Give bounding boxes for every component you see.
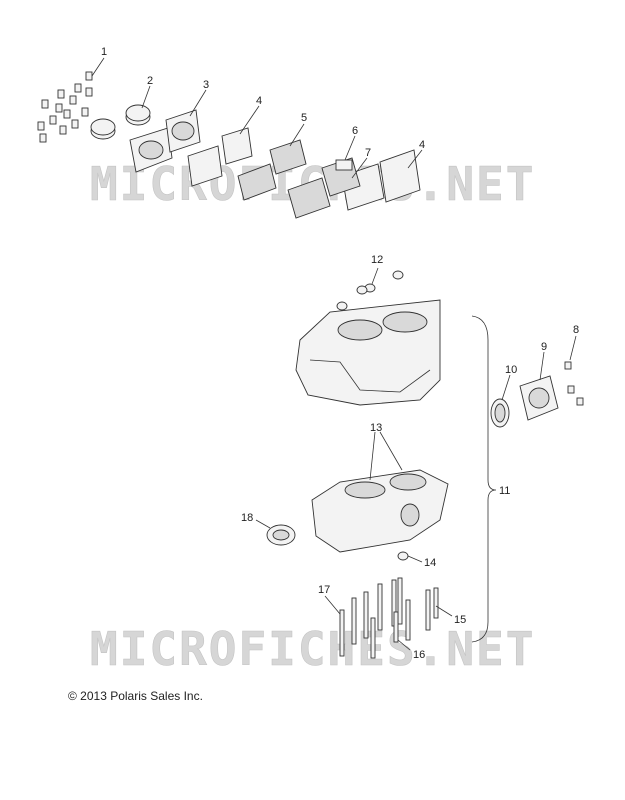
part-4-gasket-left <box>187 127 253 187</box>
callout-5: 5 <box>301 112 307 124</box>
upper-crankcase <box>295 299 441 406</box>
callout-18: 18 <box>241 512 253 524</box>
bolts-15-16-17 <box>339 577 439 659</box>
leader-lines <box>91 57 577 651</box>
callout-3: 3 <box>203 79 209 91</box>
watermark-bottom: MICROFICHES.NET <box>90 622 535 676</box>
callout-1: 1 <box>101 46 107 58</box>
callout-12: 12 <box>371 254 383 266</box>
part-4-gasket-right <box>341 149 421 211</box>
part-14-dowel <box>397 551 409 561</box>
lower-crankcase <box>311 469 449 553</box>
callout-11: 11 <box>499 485 510 497</box>
callout-13: 13 <box>370 422 382 434</box>
callout-16: 16 <box>413 649 425 661</box>
part-9-cover <box>519 375 559 421</box>
callout-6: 6 <box>352 125 358 137</box>
callout-7: 7 <box>365 147 371 159</box>
callout-2: 2 <box>147 75 153 87</box>
bracket-11 <box>471 315 497 643</box>
callout-4-left: 4 <box>256 95 262 107</box>
callout-14: 14 <box>424 557 436 569</box>
part-6-7-reed-block <box>287 157 361 219</box>
part-10-seal <box>490 398 510 428</box>
part-18-seal <box>266 524 296 546</box>
part-8-screws <box>564 361 584 406</box>
callout-9: 9 <box>541 341 547 353</box>
callout-8: 8 <box>573 324 579 336</box>
part-5-reed-valve <box>237 139 307 201</box>
part-12-dowels <box>336 270 404 311</box>
part-1-bolts <box>37 71 93 143</box>
part-2-clamps <box>90 104 151 140</box>
copyright-notice: © 2013 Polaris Sales Inc. <box>68 689 203 703</box>
part-3-intake-adapter <box>129 109 201 173</box>
callout-10: 10 <box>505 364 517 376</box>
callout-17: 17 <box>318 584 330 596</box>
callout-4-right: 4 <box>419 139 425 151</box>
callout-15: 15 <box>454 614 466 626</box>
